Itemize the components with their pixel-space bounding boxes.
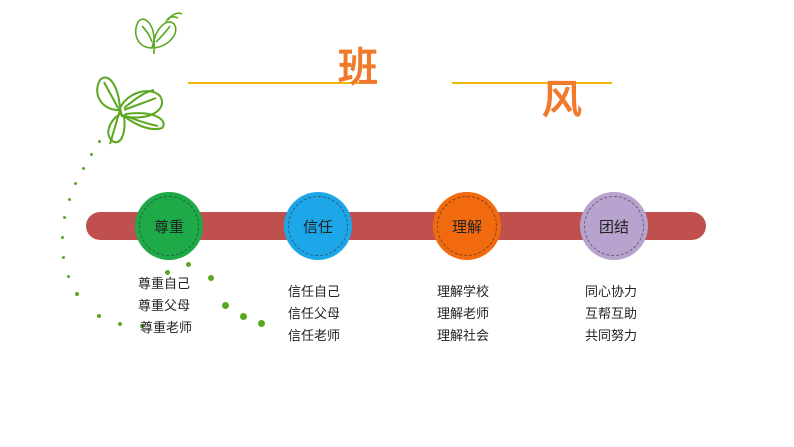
list-item: 共同努力 xyxy=(585,326,637,348)
pillar-item-list: 同心协力 互帮互助 共同努力 xyxy=(585,282,637,348)
list-item: 尊重自己 xyxy=(138,274,192,296)
list-item: 理解学校 xyxy=(437,282,489,304)
list-item: 尊重老师 xyxy=(138,318,192,340)
pillar-item-list: 信任自己 信任父母 信任老师 xyxy=(288,282,340,348)
pillar-circle-understanding[interactable]: 理解 xyxy=(433,192,501,260)
pillar-circle-trust[interactable]: 信任 xyxy=(284,192,352,260)
flight-path-dot xyxy=(240,313,247,320)
flight-path-dot xyxy=(208,275,214,281)
flight-path-dot xyxy=(186,262,191,267)
list-item: 理解老师 xyxy=(437,304,489,326)
list-item: 同心协力 xyxy=(585,282,637,304)
flight-path-dot xyxy=(82,167,85,170)
flight-path-dot xyxy=(67,275,70,278)
butterfly-small-icon xyxy=(128,10,184,58)
flight-path-dot xyxy=(258,320,265,327)
butterfly-large-icon xyxy=(88,70,170,148)
page-title-left: 班 xyxy=(338,48,378,88)
flight-path-dot xyxy=(98,140,101,143)
flight-path-dot xyxy=(74,182,77,185)
pillar-label: 尊重 xyxy=(154,216,184,237)
list-item: 信任自己 xyxy=(288,282,340,304)
flight-path-dot xyxy=(118,322,122,326)
flight-path-dot xyxy=(90,153,93,156)
flight-path-dot xyxy=(63,216,66,219)
flight-path-dot xyxy=(62,256,65,259)
pillar-label: 团结 xyxy=(599,216,629,237)
pillar-item-list: 理解学校 理解老师 理解社会 xyxy=(437,282,489,348)
pillar-circle-unity[interactable]: 团结 xyxy=(580,192,648,260)
list-item: 理解社会 xyxy=(437,326,489,348)
pillar-label: 理解 xyxy=(452,216,482,237)
pillar-circle-respect[interactable]: 尊重 xyxy=(135,192,203,260)
list-item: 信任老师 xyxy=(288,326,340,348)
pillar-item-list: 尊重自己 尊重父母 尊重老师 xyxy=(138,274,192,340)
list-item: 信任父母 xyxy=(288,304,340,326)
flight-path-dot xyxy=(75,292,79,296)
list-item: 互帮互助 xyxy=(585,304,637,326)
title-line-right xyxy=(452,82,612,84)
page-title-right: 风 xyxy=(542,80,582,120)
pillar-label: 信任 xyxy=(303,216,333,237)
flight-path-dot xyxy=(222,302,229,309)
flight-path-dot xyxy=(61,236,64,239)
flight-path-dot xyxy=(97,314,101,318)
list-item: 尊重父母 xyxy=(138,296,192,318)
flight-path-dot xyxy=(68,198,71,201)
